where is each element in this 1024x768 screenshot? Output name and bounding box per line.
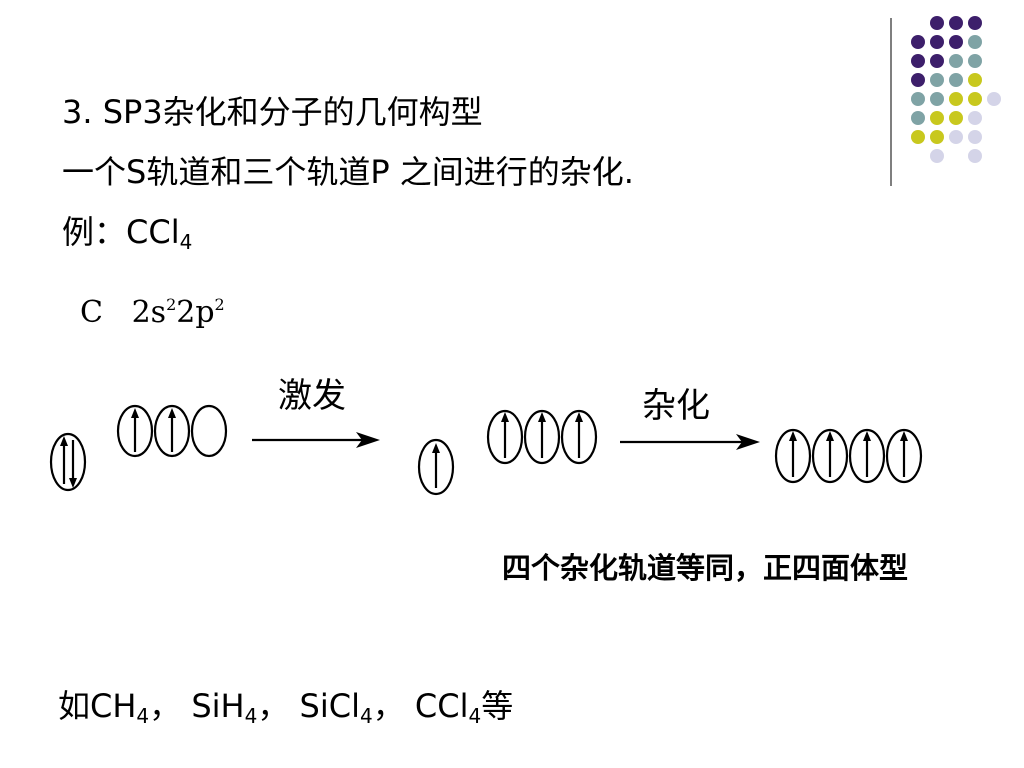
decorative-dot	[911, 130, 925, 144]
decorative-dot	[968, 130, 982, 144]
decorative-dot	[911, 54, 925, 68]
example-formula: CCl	[126, 213, 180, 251]
example-prefix: 例：	[62, 213, 127, 251]
example-subscript: 4	[179, 230, 193, 254]
example-sicl4-sub: 4	[359, 704, 373, 728]
hybridize-arrow	[620, 434, 760, 450]
sp3-hybrid-orbitals	[774, 428, 923, 484]
config-2s: 2s	[131, 295, 167, 330]
hybridize-label: 杂化	[642, 386, 710, 426]
examples-prefix: 如	[58, 687, 91, 725]
decorative-dot	[949, 54, 963, 68]
example-sicl4: SiCl	[299, 687, 360, 725]
decorative-dot	[911, 92, 925, 106]
examples-suffix: 等	[481, 687, 514, 725]
example-ccl4: CCl	[414, 687, 469, 725]
decorative-dot	[930, 73, 944, 87]
decorative-dot-grid	[911, 16, 1001, 163]
title-number: 3.	[62, 93, 93, 131]
decorative-dot	[930, 54, 944, 68]
separator: ，	[149, 687, 182, 725]
decorative-dot	[968, 73, 982, 87]
example-ch4: CH	[90, 687, 137, 725]
ground-2s-orbital	[49, 432, 87, 492]
description-text: 一个S轨道和三个轨道P 之间进行的杂化.	[62, 153, 634, 191]
decorative-dot	[949, 92, 963, 106]
ground-2p-orbitals	[116, 404, 228, 458]
decorative-dot	[911, 111, 925, 125]
example-ccl4-sub: 4	[468, 704, 482, 728]
example-line: 例：CCl4	[62, 212, 192, 252]
decorative-dot	[949, 73, 963, 87]
description-line: 一个S轨道和三个轨道P 之间进行的杂化.	[62, 152, 634, 192]
example-sih4: SiH	[191, 687, 245, 725]
decorative-dot	[987, 92, 1001, 106]
decorative-dot	[949, 130, 963, 144]
decorative-dot	[930, 149, 944, 163]
decorative-dot	[930, 111, 944, 125]
decorative-dot	[968, 111, 982, 125]
separator: ，	[372, 687, 405, 725]
excite-label: 激发	[278, 376, 346, 416]
config-2s-exponent: 2	[166, 295, 177, 314]
decorative-dot	[968, 92, 982, 106]
orbital-diagram	[49, 404, 923, 496]
decorative-dot	[911, 35, 925, 49]
decorative-dot	[968, 16, 982, 30]
decorative-dot	[968, 149, 982, 163]
decorative-dot	[949, 16, 963, 30]
excite-arrow	[252, 432, 380, 448]
config-2p: 2p	[176, 295, 215, 330]
example-ch4-sub: 4	[136, 704, 150, 728]
electron-configuration: C 2s22p2	[80, 296, 225, 330]
decorative-dot	[911, 73, 925, 87]
decorative-dot	[949, 111, 963, 125]
config-element: C	[80, 295, 103, 330]
decorative-dot	[968, 54, 982, 68]
hybrid-caption: 四个杂化轨道等同，正四面体型	[502, 551, 909, 585]
examples-line: 如CH4， SiH4， SiCl4， CCl4等	[58, 686, 513, 726]
config-2p-exponent: 2	[214, 295, 225, 314]
decorative-dot	[930, 16, 944, 30]
decorative-dot	[930, 130, 944, 144]
decorative-dot	[968, 35, 982, 49]
decorative-dot	[930, 92, 944, 106]
separator: ，	[257, 687, 290, 725]
example-sih4-sub: 4	[244, 704, 258, 728]
decorative-dot	[949, 35, 963, 49]
decorative-dot	[930, 35, 944, 49]
title-text: SP3杂化和分子的几何构型	[102, 93, 483, 131]
slide-title: 3. SP3杂化和分子的几何构型	[62, 92, 483, 132]
excited-2s-orbital	[417, 438, 455, 496]
excited-2p-orbitals	[486, 409, 598, 465]
